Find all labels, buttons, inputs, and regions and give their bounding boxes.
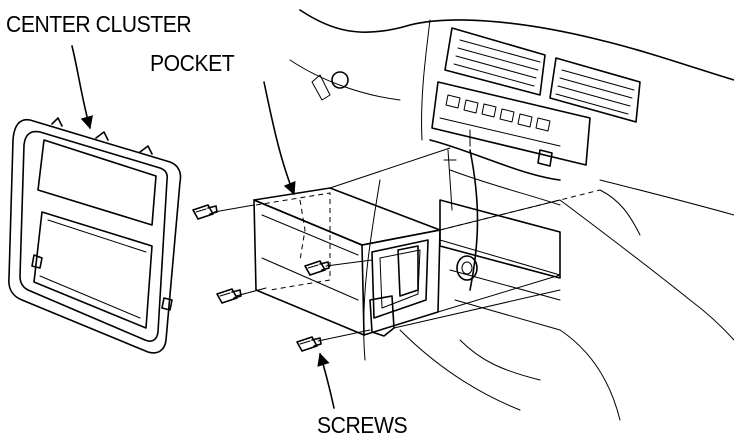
air-vent-right (549, 57, 641, 123)
screw-1 (192, 204, 218, 220)
screw-3 (304, 260, 330, 276)
console-knob (456, 255, 478, 281)
climate-control-panel (431, 81, 591, 167)
air-vent-left (444, 27, 546, 96)
pocket-leader-arrow (263, 81, 296, 196)
screws-label: SCREWS (317, 412, 408, 438)
screw-2 (216, 288, 242, 304)
screws-leader-arrow (317, 352, 335, 409)
pocket-box (253, 187, 441, 337)
center-cluster-label: CENTER CLUSTER (6, 11, 192, 37)
dash-knob (311, 71, 349, 101)
dashboard (289, 9, 734, 421)
center-cluster-leader-arrow (71, 45, 93, 130)
center-cluster-panel (8, 117, 182, 354)
screw-4 (296, 336, 322, 352)
pocket-label: POCKET (150, 50, 235, 76)
